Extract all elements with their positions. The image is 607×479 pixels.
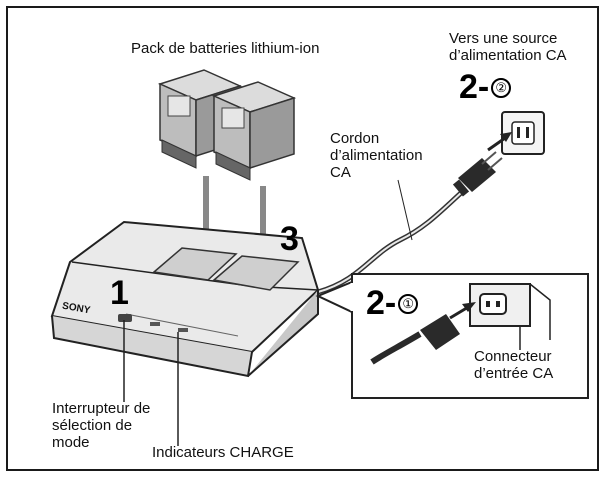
step-2-prefix: 2- — [459, 68, 490, 106]
cord-label-line2: d’alimentation — [330, 147, 423, 164]
step-2-connector-marker: 2-① — [366, 284, 419, 322]
ac-plug — [452, 151, 503, 197]
insert-guide-left — [203, 176, 209, 252]
battery-pack-label: Pack de batteries lithium-ion — [131, 40, 320, 57]
ac-connector-plug — [370, 314, 460, 365]
wall-outlet — [501, 111, 545, 155]
mode-switch — [118, 314, 132, 322]
charge-lamp-1 — [150, 322, 160, 326]
step-2-plug-marker: 2-② — [459, 68, 512, 106]
mode-switch-label-line3: mode — [52, 434, 90, 451]
mode-switch-label-line2: sélection de — [52, 417, 133, 434]
charger-body — [50, 220, 320, 378]
circled-2-icon: ② — [491, 78, 512, 98]
charge-lamp-2 — [178, 328, 188, 332]
connector-label-line2: d’entrée CA — [474, 365, 554, 382]
cord-label-line3: CA — [330, 164, 351, 181]
ac-source-label-line2: d’alimentation CA — [449, 47, 567, 64]
step-1-marker: 1 — [110, 274, 129, 312]
step-2-prefix-connector: 2- — [366, 284, 397, 322]
cord-label-line1: Cordon — [330, 130, 380, 147]
battery-pack-right — [211, 81, 297, 181]
connector-label-line1: Connecteur — [474, 348, 552, 365]
insert-guide-right — [260, 186, 266, 260]
step-3-marker: 3 — [280, 220, 299, 258]
ac-inlet-connector — [469, 283, 551, 340]
mode-switch-label-line1: Interrupteur de — [52, 400, 151, 417]
charge-indicators-label: Indicateurs CHARGE — [152, 444, 294, 461]
ac-source-label-line1: Vers une source — [449, 30, 558, 47]
circled-1-icon: ① — [398, 294, 419, 314]
